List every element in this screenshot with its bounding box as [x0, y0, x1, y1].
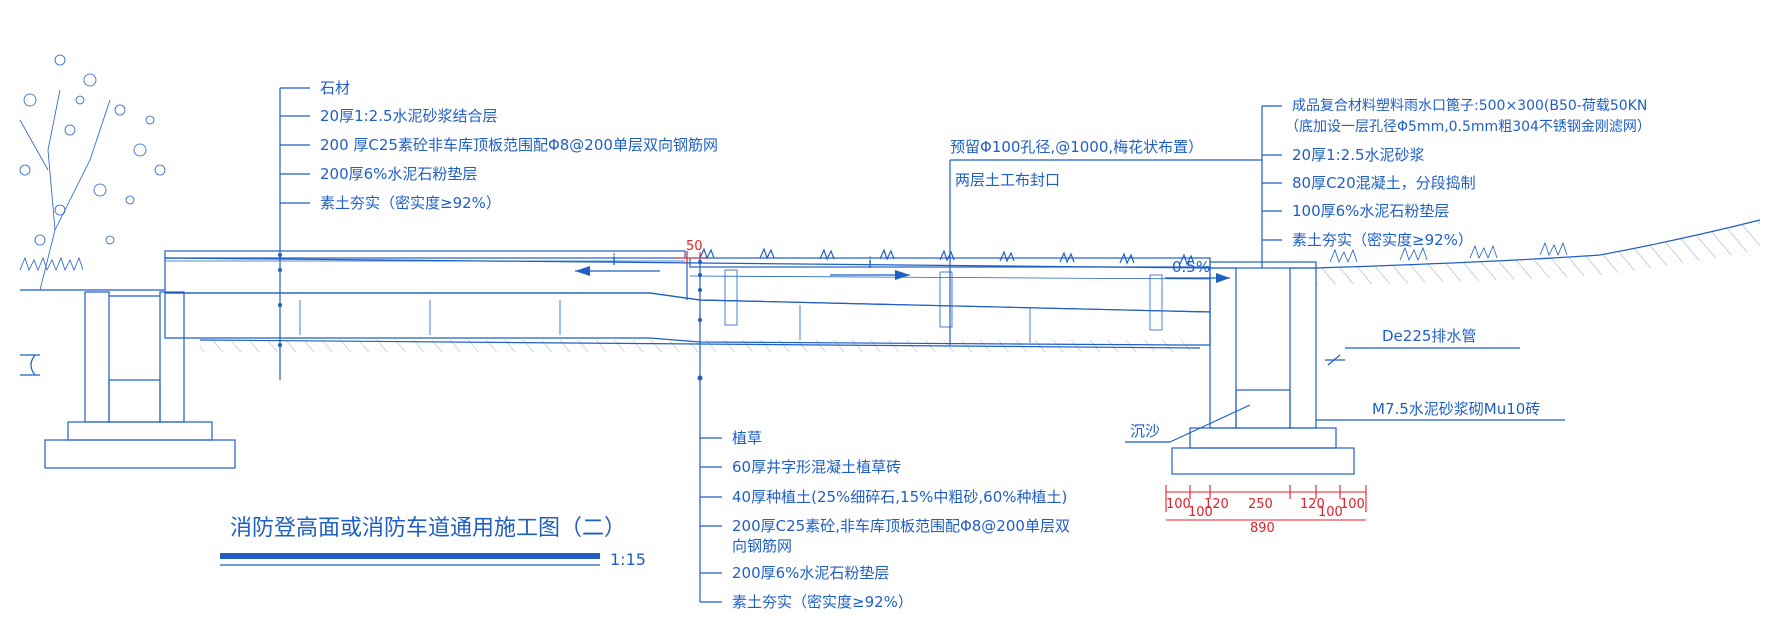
- right-layer-5: 素土夯实（密实度≥92%）: [1292, 231, 1473, 249]
- drawing-title-block: 消防登高面或消防车道通用施工图（二） 1:15: [220, 516, 646, 569]
- bottom-layer-1: 60厚井字形混凝土植草砖: [732, 458, 901, 476]
- dim-r2-1: 100: [1318, 505, 1343, 520]
- drain-callouts: De225排水管 M7.5水泥砂浆砌Mu10砖 沉沙: [1125, 327, 1565, 443]
- dim-r1-3: 120: [1300, 497, 1325, 512]
- bottom-layer-0: 植草: [732, 429, 762, 447]
- bottom-layer-4: 向钢筋网: [732, 537, 792, 555]
- stone-surface: [164, 250, 686, 259]
- drawing-title: 消防登高面或消防车道通用施工图（二）: [230, 516, 626, 541]
- dim-r1-1: 120: [1204, 497, 1229, 512]
- hill-illustration: [1315, 219, 1761, 285]
- slope-right-label: i: [868, 254, 872, 272]
- left-drain-well: [20, 289, 236, 469]
- width-dimensions: 100 120 250 120 100 100 100 890: [1165, 485, 1367, 536]
- seal-note: 两层土工布封口: [955, 171, 1060, 189]
- slope-pct: 0.5%: [1165, 258, 1230, 283]
- bottom-layer-2: 40厚种植土(25%细碎石,15%中粗砂,60%种植土): [732, 488, 1067, 506]
- left-layer-2: 200 厚C25素砼非车库顶板范围配Φ8@200单层双向钢筋网: [320, 136, 718, 154]
- left-layer-3: 200厚6%水泥石粉垫层: [320, 165, 477, 183]
- right-layer-1: （底加设一层孔径Φ5mm,0.5mm粗304不锈钢金刚滤网）: [1285, 119, 1651, 135]
- right-layer-callout: 成品复合材料塑料雨水口篦子:500×300(B50-荷载50KN （底加设一层孔…: [1261, 97, 1651, 268]
- bottom-layer-callout: 植草 60厚井字形混凝土植草砖 40厚种植土(25%细碎石,15%中粗砂,60%…: [697, 255, 1070, 611]
- hole-note: 预留Φ100孔径,@1000,梅花状布置）: [950, 138, 1203, 156]
- drain-grate: [1209, 261, 1317, 269]
- dim-r1-4: 100: [1340, 497, 1365, 512]
- slope-pct-label: 0.5%: [1172, 258, 1210, 276]
- right-layer-0: 成品复合材料塑料雨水口篦子:500×300(B50-荷载50KN: [1292, 97, 1647, 114]
- right-layer-3: 80厚C20混凝土，分段捣制: [1292, 174, 1476, 192]
- left-layer-4: 素土夯实（密实度≥92%）: [320, 194, 501, 212]
- left-layer-1: 20厚1:2.5水泥砂浆结合层: [320, 107, 498, 125]
- slope-right: i: [830, 254, 910, 280]
- bottom-layer-3: 200厚C25素砼,非车库顶板范围配Φ8@200单层双: [732, 517, 1070, 535]
- tree-illustration: [19, 54, 166, 291]
- drawing-scale: 1:15: [610, 550, 646, 569]
- dim-r1-2: 250: [1248, 497, 1273, 512]
- cushion-layer: [164, 292, 1211, 346]
- dim-total: 890: [1250, 521, 1275, 536]
- slope-left: i: [575, 251, 660, 276]
- rebar-ticks: [299, 300, 1031, 343]
- dim-50-label: 50: [686, 239, 703, 254]
- left-layer-callout: 石材 20厚1:2.5水泥砂浆结合层 200 厚C25素砼非车库顶板范围配Φ8@…: [278, 79, 718, 380]
- slope-left-label: i: [612, 251, 616, 269]
- grass-tufts: [699, 247, 1195, 266]
- right-drain-well: [1171, 261, 1355, 475]
- silt-label: 沉沙: [1130, 422, 1160, 440]
- pavement-section: [164, 250, 1211, 352]
- bottom-layer-5: 200厚6%水泥石粉垫层: [732, 564, 889, 582]
- brick-label: M7.5水泥砂浆砌Mu10砖: [1372, 400, 1540, 418]
- reserved-holes: [724, 269, 1163, 331]
- bottom-layer-6: 素土夯实（密实度≥92%）: [732, 593, 913, 611]
- pipe-label: De225排水管: [1382, 327, 1476, 345]
- left-layer-0: 石材: [320, 79, 350, 97]
- right-layer-4: 100厚6%水泥石粉垫层: [1292, 202, 1449, 220]
- right-layer-2: 20厚1:2.5水泥砂浆: [1292, 146, 1425, 164]
- dim-r1-0: 100: [1166, 497, 1191, 512]
- middle-callout: 预留Φ100孔径,@1000,梅花状布置） 两层土工布封口: [949, 138, 1262, 345]
- dim-r2-0: 100: [1188, 505, 1213, 520]
